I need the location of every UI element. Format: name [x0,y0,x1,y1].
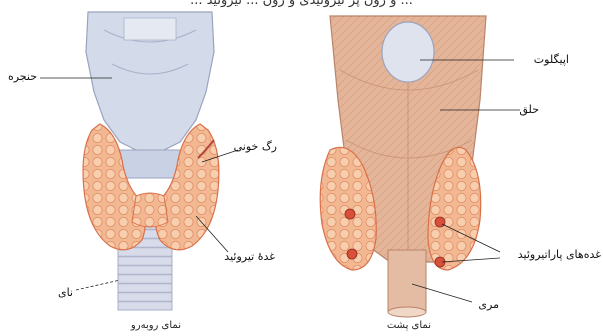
label-esophagus: مری [478,298,499,311]
thyroid-isthmus [132,193,168,227]
label-pharynx: حلق [519,103,539,116]
label-blood-vessel: رگ خونی [234,140,277,153]
epiglottis [382,22,434,82]
parathyroid-gland [347,249,357,259]
label-parathyroid: غده‌های پاراتیروئید [518,248,601,261]
front-view-drawing [40,12,238,310]
label-epiglottis: اپیگلوت [534,53,569,66]
parathyroid-gland [435,217,445,227]
caption-back-view: نمای پشت [387,320,431,331]
label-larynx: حنجره [8,70,37,83]
caption-front-view: نمای روبه‌رو [131,320,181,331]
label-thyroid-gland: غدهٔ تیروئید [224,250,275,263]
esophagus [388,250,426,312]
back-view-drawing [320,16,520,317]
parathyroid-gland [345,209,355,219]
label-trachea: نای [58,286,73,299]
